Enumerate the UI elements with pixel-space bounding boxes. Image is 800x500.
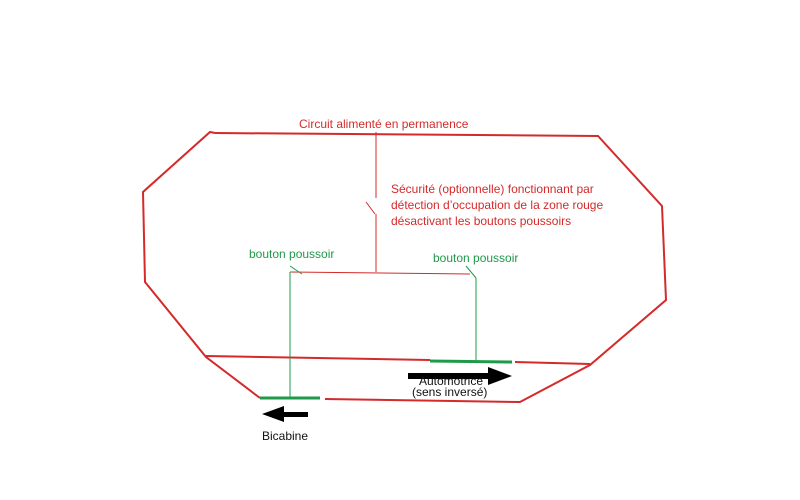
arrow-left-icon xyxy=(262,406,308,422)
button-left-label: bouton poussoir xyxy=(249,247,334,261)
security-switch-contact xyxy=(365,201,376,215)
bicabine-label: Bicabine xyxy=(262,429,308,443)
distribution-bus xyxy=(289,271,471,275)
security-label-line-2: détection d’occupation de la zone rouge xyxy=(391,198,603,212)
siding-track-right xyxy=(514,361,591,365)
security-label-line-1: Sécurité (optionnelle) fonctionnant par xyxy=(391,182,594,196)
siding-track-left xyxy=(205,355,431,361)
circuit-label: Circuit alimenté en permanence xyxy=(299,117,469,131)
button-left-wire-top xyxy=(289,265,303,275)
security-label-line-3: désactivant les boutons poussoirs xyxy=(391,214,571,228)
outer-loop-track-right xyxy=(214,132,668,404)
sens-inverse-label: (sens inversé) xyxy=(412,385,487,399)
outer-loop-track xyxy=(141,130,261,399)
arrow-right-icon xyxy=(408,367,512,385)
button-right-wire-top xyxy=(465,265,477,279)
isolated-section-automotrice xyxy=(429,359,513,364)
automotrice-label: Automotrice xyxy=(419,374,483,388)
button-right-label: bouton poussoir xyxy=(433,251,518,265)
